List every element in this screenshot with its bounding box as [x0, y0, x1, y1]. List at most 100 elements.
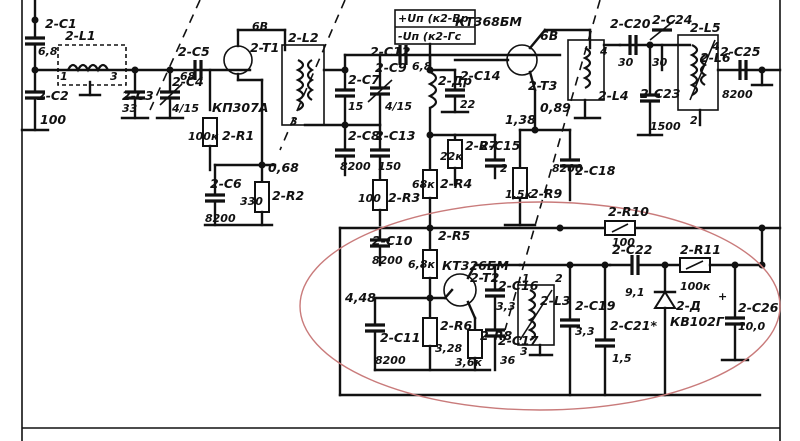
- label-c5-value: 68: [180, 70, 196, 83]
- label-c21-value: 1,5: [612, 352, 632, 365]
- label-r9-value: 1,5к: [505, 188, 532, 201]
- choke-section: [422, 53, 470, 232]
- label-c13: 2-C13: [375, 128, 415, 143]
- label-r3: 2-R3: [388, 190, 420, 205]
- label-c9: 2-C9: [375, 60, 407, 75]
- label-c14: 2-C14: [460, 68, 500, 83]
- label-c15-value: 2: [500, 162, 508, 175]
- label-r11: 2-R11: [680, 242, 721, 257]
- label-r5-value: 6,8к: [408, 258, 435, 271]
- label-c7-value: 15: [348, 100, 364, 113]
- label-r2: 2-R2: [272, 188, 304, 203]
- label-l1: 2-L1: [65, 28, 96, 43]
- t1-fet-stage: [202, 28, 287, 227]
- label-c23: 2-C23: [640, 86, 680, 101]
- label-r4-value: 68к: [412, 178, 435, 191]
- label-c17-value: 36: [500, 354, 516, 367]
- label-c6: 2-C6: [210, 176, 242, 191]
- label-c4-value: 4/15: [171, 102, 199, 115]
- label-c11-value: 8200: [375, 354, 406, 367]
- label-c12-value: 6,8: [412, 60, 432, 73]
- label-node-448: 4,48: [344, 290, 376, 305]
- label-l3-pin3: 3: [520, 345, 528, 358]
- label-r4: 2-R4: [440, 176, 472, 191]
- label-l4-pin: 4: [599, 45, 608, 58]
- label-c25: 2-C25: [720, 44, 761, 59]
- highlight-ellipse: [299, 201, 781, 411]
- label-c22-value: 9,1: [625, 286, 645, 299]
- label-c10: 2-C10: [372, 233, 413, 248]
- label-d: 2-Д: [676, 298, 701, 313]
- label-l3-pin2: 2: [555, 272, 563, 285]
- label-c18-value: 8200: [552, 162, 583, 175]
- label-l3-pin1: 1: [522, 272, 530, 285]
- label-l3: 2-L3: [540, 293, 571, 308]
- label-r8: 2-R8: [480, 328, 513, 343]
- label-t2-type: КТ326БМ: [442, 258, 509, 273]
- frame: [21, 0, 781, 441]
- label-c22: 2-C22: [612, 242, 652, 257]
- label-l4: 2-L4: [598, 88, 629, 103]
- label-l5-pin4: 4: [711, 40, 720, 53]
- label-c8-value: 8200: [340, 160, 371, 173]
- label-dr: 2-Др: [438, 73, 472, 88]
- label-c19: 2-C19: [575, 298, 616, 313]
- label-r1-value: 100к: [188, 130, 219, 143]
- label-l1-pin1: 1: [60, 70, 68, 83]
- label-c8: 2-C8: [348, 128, 380, 143]
- label-c16: 2-C16: [498, 278, 539, 293]
- label-c26: 2-C26: [738, 300, 779, 315]
- label-r9: 2-R9: [530, 186, 563, 201]
- label-l2: 2-L2: [288, 30, 319, 45]
- label-c9-value: 4/15: [384, 100, 412, 113]
- input-section: [20, 0, 252, 132]
- label-c11: 2-C11: [380, 330, 420, 345]
- label-r3-value: 100: [358, 192, 381, 205]
- label-plus: +: [718, 290, 727, 303]
- label-c3: 2-C3: [122, 88, 154, 103]
- label-r5: 2-R5: [438, 228, 471, 243]
- label-c13-value: 150: [378, 160, 401, 173]
- r10-branch: [338, 220, 782, 236]
- label-c10-value: 8200: [372, 254, 403, 267]
- label-t1-node: 6В: [252, 20, 268, 33]
- label-r2-value: 330: [240, 195, 263, 208]
- label-l2-pin: 3: [290, 115, 298, 128]
- label-t1: 2-T1: [250, 40, 279, 55]
- label-c5: 2-C5: [178, 44, 210, 59]
- label-c20: 2-C20: [610, 16, 651, 31]
- component-labels: 2-C1 6,8 2-L1 1 3 2-C2 100 2-C3 33 2-C4 …: [37, 12, 779, 369]
- t2-oscillator: [338, 226, 766, 397]
- label-l1-pin3: 3: [110, 70, 118, 83]
- label-c23-value: 1500: [650, 120, 681, 133]
- label-c12: 2-C12: [370, 44, 410, 59]
- label-r11-value: 100к: [680, 280, 711, 293]
- label-r7: 2-R7: [465, 138, 498, 153]
- label-t1-type: КП307А: [212, 100, 268, 115]
- label-c25-value: 8200: [722, 88, 753, 101]
- label-r8-value: 3,6к: [455, 356, 482, 369]
- label-c7: 2-C7: [348, 72, 380, 87]
- output-section: [618, 19, 782, 137]
- label-t3-node: 6В: [540, 28, 558, 43]
- label-r10-value: 100: [612, 236, 635, 249]
- t3-stage: [453, 28, 592, 227]
- label-c24: 2-C24: [652, 12, 692, 27]
- label-r7-value: 22к: [440, 150, 463, 163]
- label-c15: 2-C15: [480, 138, 521, 153]
- label-r6-value: 3,28: [435, 342, 462, 355]
- label-c1: 2-C1: [45, 16, 77, 31]
- l4-coil: [567, 28, 622, 120]
- label-d-type: КВ102Г: [670, 314, 725, 329]
- label-c16-value: 3,3: [496, 300, 516, 313]
- label-bus-2: -Uп (к2-Гс: [398, 30, 462, 43]
- label-node-138: 1,38: [505, 112, 536, 127]
- label-l5: 2-L5: [690, 20, 721, 35]
- label-c26-value: 10,0: [738, 320, 765, 333]
- label-t3-type: КТ368БМ: [455, 14, 522, 29]
- label-node-089: 0,89: [540, 100, 571, 115]
- label-c17: 2-C17: [498, 333, 539, 348]
- label-r1: 2-R1: [222, 128, 254, 143]
